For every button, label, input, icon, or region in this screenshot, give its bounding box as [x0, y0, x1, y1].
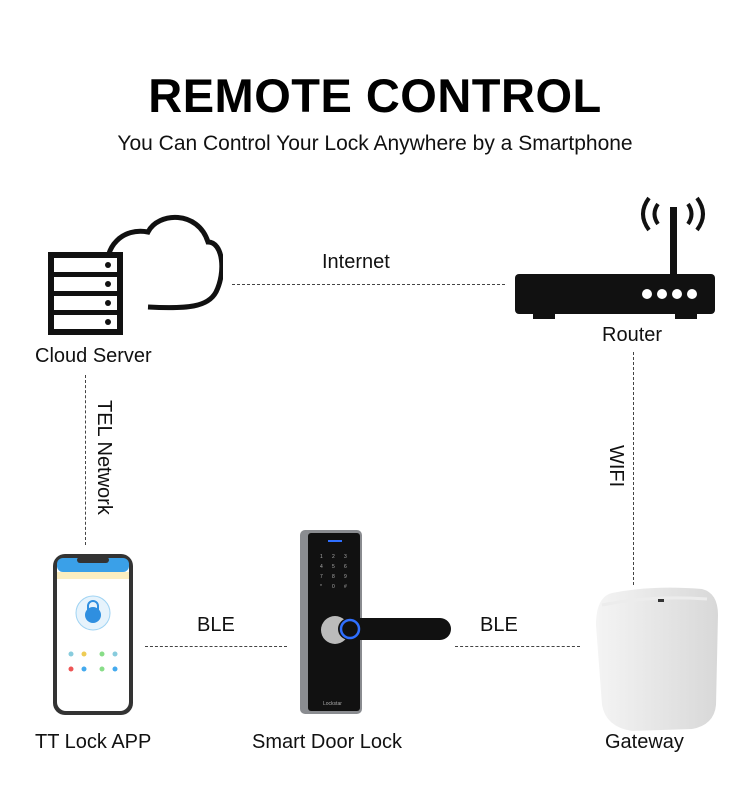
ble-right-label: BLE: [480, 614, 518, 636]
ble-left-line: [145, 646, 287, 647]
tel-network-line: [85, 375, 86, 545]
svg-text:Lockstar: Lockstar: [323, 701, 342, 707]
smart-door-lock-image: 1 2 3 4 5 6 7 8 9 * 0 # Lockstar: [300, 530, 451, 714]
cloud-server-icon: [48, 215, 223, 335]
smart-door-lock-label: Smart Door Lock: [252, 731, 403, 753]
svg-text:6: 6: [344, 564, 347, 570]
tel-network-label: TEL Network: [93, 400, 115, 515]
svg-text:1: 1: [320, 554, 323, 560]
svg-text:9: 9: [344, 574, 347, 580]
cloud-server-label: Cloud Server: [35, 345, 152, 367]
router-label: Router: [602, 324, 663, 346]
ble-left-label: BLE: [197, 614, 235, 636]
page-title: REMOTE CONTROL: [148, 69, 602, 122]
svg-text:3: 3: [344, 554, 347, 560]
page-subtitle: You Can Control Your Lock Anywhere by a …: [117, 132, 633, 155]
svg-text:8: 8: [332, 574, 335, 580]
svg-text:2: 2: [332, 554, 335, 560]
gateway-image: [596, 587, 718, 731]
internet-label: Internet: [322, 251, 390, 273]
router-icon: [515, 196, 715, 319]
smartphone-app-image: [53, 554, 133, 715]
svg-text:#: #: [344, 584, 347, 590]
gateway-label: Gateway: [605, 731, 684, 753]
wifi-line: [633, 352, 634, 585]
svg-text:5: 5: [332, 564, 335, 570]
wifi-label: WIFI: [605, 445, 627, 488]
internet-link-line: [232, 284, 505, 285]
svg-text:4: 4: [320, 564, 323, 570]
svg-text:7: 7: [320, 574, 323, 580]
svg-text:*: *: [320, 584, 322, 590]
ble-right-line: [455, 646, 580, 647]
svg-text:0: 0: [332, 584, 335, 590]
tt-lock-app-label: TT Lock APP: [35, 731, 152, 753]
